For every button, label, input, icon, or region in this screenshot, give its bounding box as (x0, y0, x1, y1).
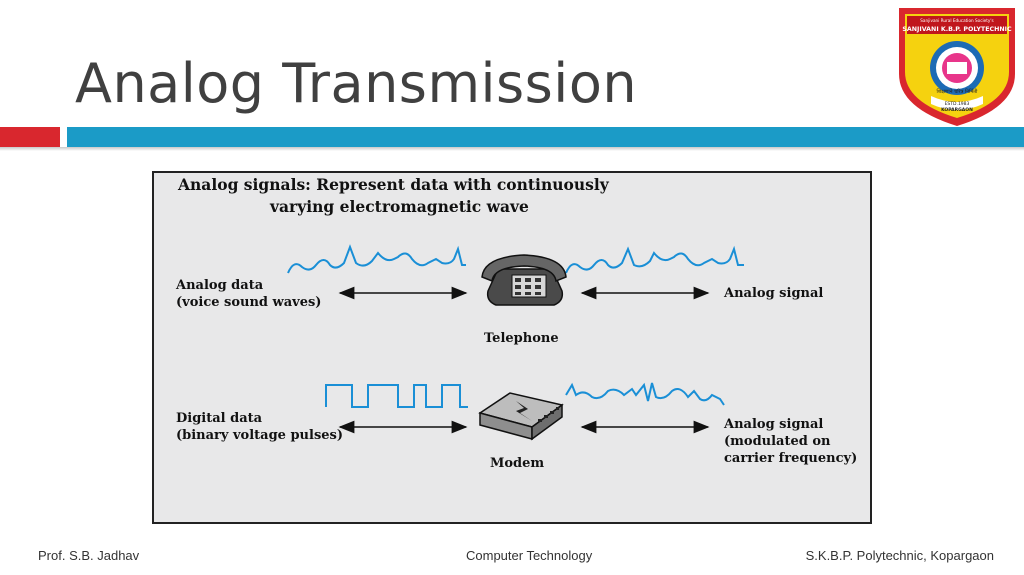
logo-top-text: Sanjivani Rural Education Society's (920, 18, 993, 23)
footer-course: Computer Technology (466, 548, 593, 563)
figure-heading-line2: varying electromagnetic wave (269, 197, 529, 216)
title-accent-shadow (0, 147, 1024, 151)
telephone-icon (481, 254, 567, 306)
logo-estd: ESTD.1983 (945, 101, 970, 107)
analog-data-label: Analog data (175, 278, 264, 293)
slide-title: Analog Transmission (75, 52, 638, 115)
analog-data-wave (287, 244, 466, 274)
modulated-signal-sublabel-2: carrier frequency) (724, 451, 857, 466)
analog-transmission-figure: Analog signals: Represent data with cont… (152, 171, 872, 524)
lightning-icon (516, 401, 532, 421)
footer-author: Prof. S.B. Jadhav (38, 548, 140, 563)
modulated-signal-label: Analog signal (723, 417, 823, 432)
analog-data-sublabel: (voice sound waves) (176, 295, 321, 310)
telephone-label: Telephone (484, 331, 559, 346)
factory-icon (947, 62, 967, 74)
modulated-signal-wave (565, 382, 725, 406)
modulated-signal-sublabel-1: (modulated on (724, 434, 831, 449)
analog-signal-label: Analog signal (723, 286, 823, 301)
figure-canvas: Analog signals: Represent data with cont… (175, 175, 857, 471)
title-accent-blue (67, 127, 1024, 147)
digital-data-sublabel: (binary voltage pulses) (176, 428, 343, 443)
logo-place: KOPARGAON (941, 107, 973, 113)
footer-institute: S.K.B.P. Polytechnic, Kopargaon (805, 548, 994, 563)
title-accent-red (0, 127, 60, 147)
analog-signal-wave (565, 245, 744, 274)
figure-heading-line1: Analog signals: Represent data with cont… (177, 175, 610, 194)
logo-motto: शिक्षणाने चरित्र निर्मिती (937, 88, 979, 95)
logo-name: SANJIVANI K.B.P. POLYTECHNIC (902, 26, 1012, 33)
digital-pulse-wave (325, 384, 468, 408)
digital-data-label: Digital data (176, 411, 263, 426)
modem-label: Modem (490, 456, 544, 471)
institute-logo: Sanjivani Rural Education Society's SANJ… (899, 8, 1015, 126)
modem-icon (478, 392, 564, 441)
